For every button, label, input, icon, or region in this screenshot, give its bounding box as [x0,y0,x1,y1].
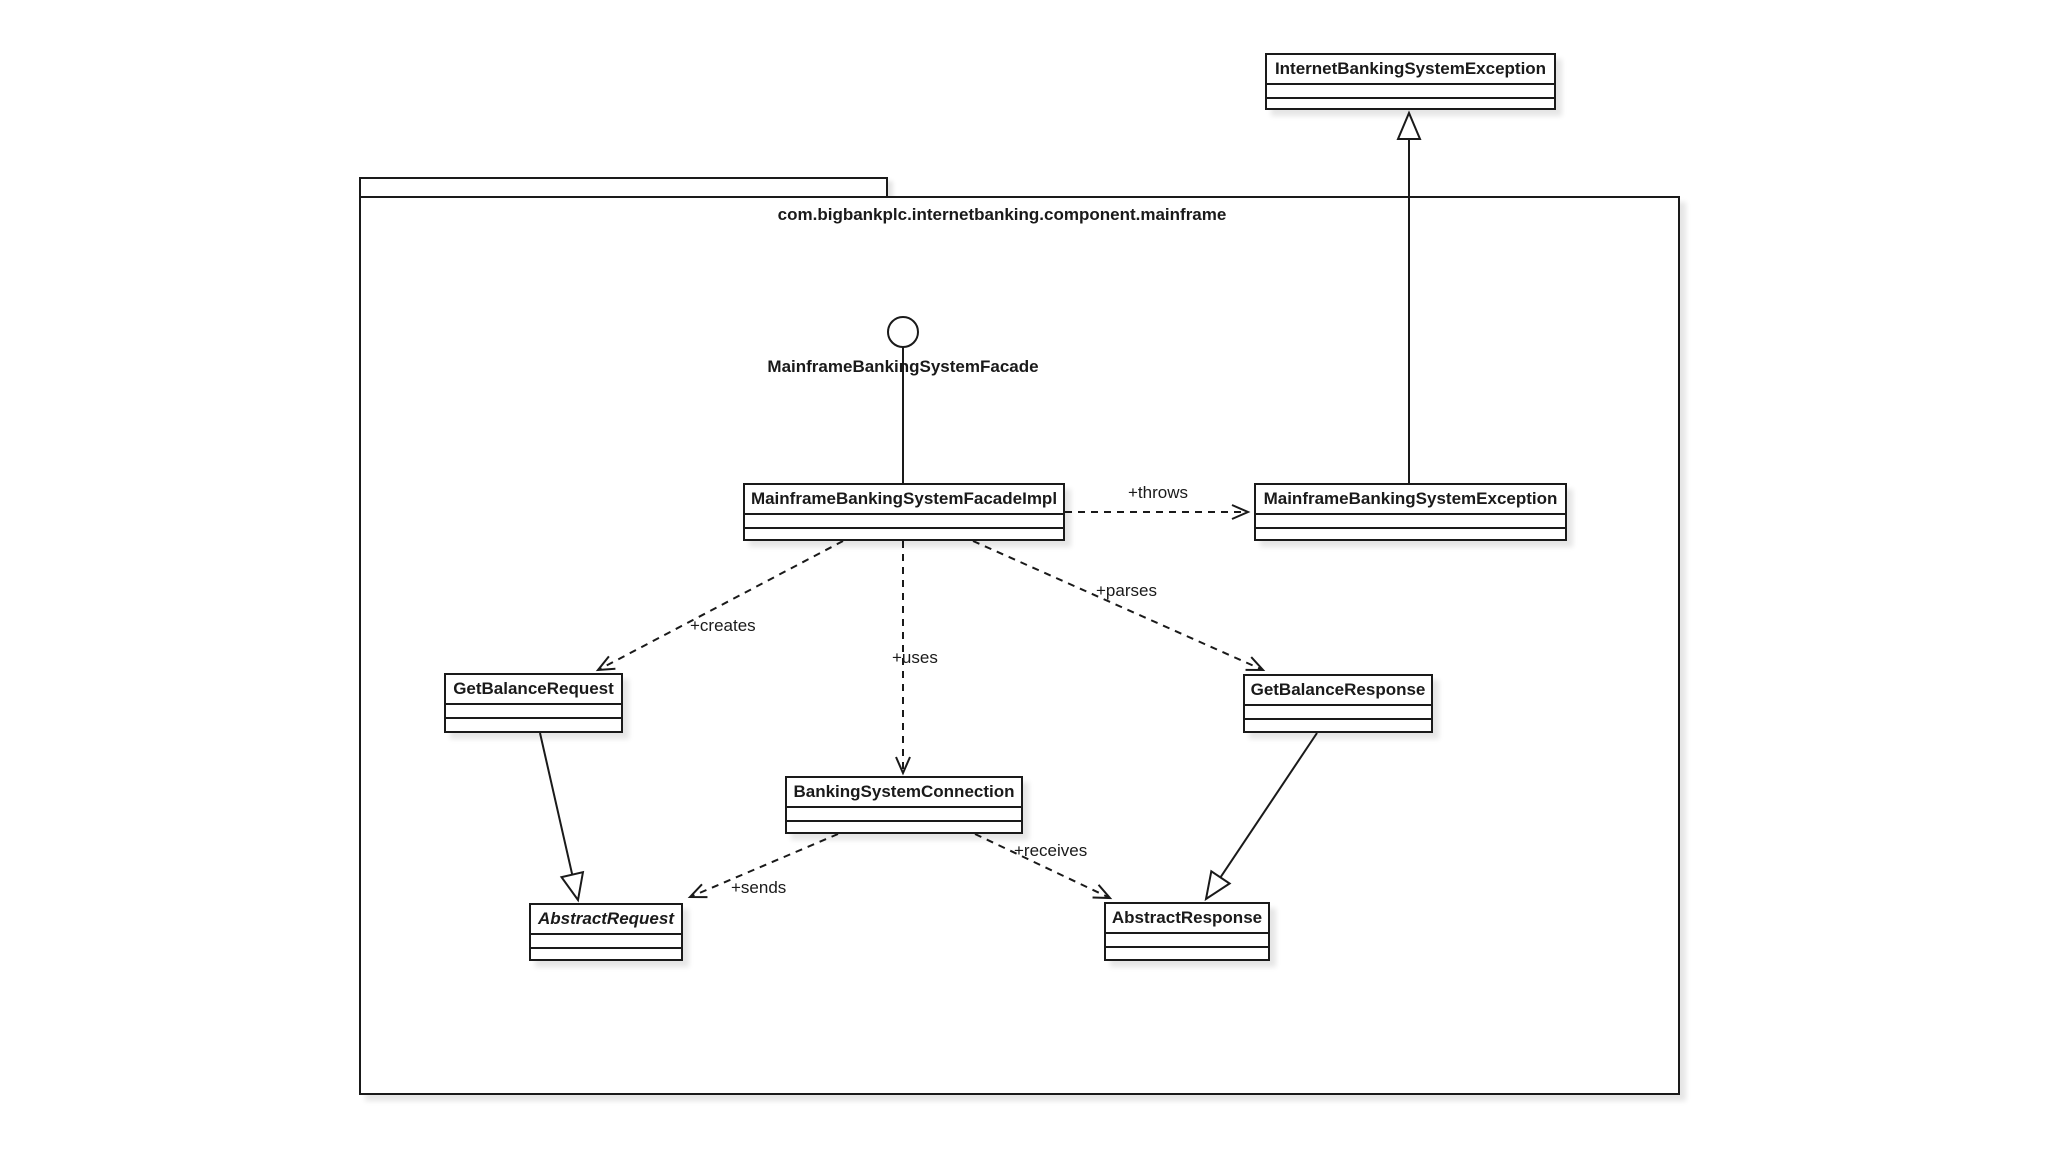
dependency-label-throws: +throws [1128,483,1188,502]
class-get-balance-request: GetBalanceRequest [444,673,623,733]
operations-compartment [1106,948,1268,959]
attributes-compartment [787,808,1021,822]
operations-compartment [531,949,681,959]
class-name: GetBalanceRequest [446,675,621,705]
package-tab [359,177,888,196]
attributes-compartment [1245,706,1431,720]
attributes-compartment [531,935,681,949]
class-mainframe-banking-system-exception: MainframeBankingSystemException [1254,483,1567,541]
class-internet-banking-system-exception: InternetBankingSystemException [1265,53,1556,110]
class-mainframe-banking-system-facade-impl: MainframeBankingSystemFacadeImpl [743,483,1065,541]
class-name: MainframeBankingSystemFacadeImpl [745,485,1063,515]
attributes-compartment [745,515,1063,529]
class-name: InternetBankingSystemException [1267,55,1554,85]
operations-compartment [745,529,1063,539]
class-abstract-request: AbstractRequest [529,903,683,961]
operations-compartment [446,719,621,731]
attributes-compartment [1106,934,1268,948]
dependency-label-receives: +receives [1014,841,1088,860]
interface-name: MainframeBankingSystemFacade [767,357,1039,376]
package-name: com.bigbankplc.internetbanking.component… [777,205,1227,224]
class-get-balance-response: GetBalanceResponse [1243,674,1433,733]
class-name: BankingSystemConnection [787,778,1021,808]
class-name: AbstractRequest [531,905,681,935]
dependency-label-sends: +sends [731,878,787,897]
class-banking-system-connection: BankingSystemConnection [785,776,1023,834]
dependency-label-creates: +creates [690,616,756,635]
operations-compartment [1245,720,1431,731]
class-name: MainframeBankingSystemException [1256,485,1565,515]
class-name: AbstractResponse [1106,904,1268,934]
attributes-compartment [446,705,621,719]
operations-compartment [787,822,1021,832]
class-abstract-response: AbstractResponse [1104,902,1270,961]
attributes-compartment [1256,515,1565,529]
operations-compartment [1267,99,1554,108]
operations-compartment [1256,529,1565,539]
class-name: GetBalanceResponse [1245,676,1431,706]
dependency-label-uses: +uses [892,648,938,667]
dependency-label-parses: +parses [1096,581,1157,600]
attributes-compartment [1267,85,1554,99]
